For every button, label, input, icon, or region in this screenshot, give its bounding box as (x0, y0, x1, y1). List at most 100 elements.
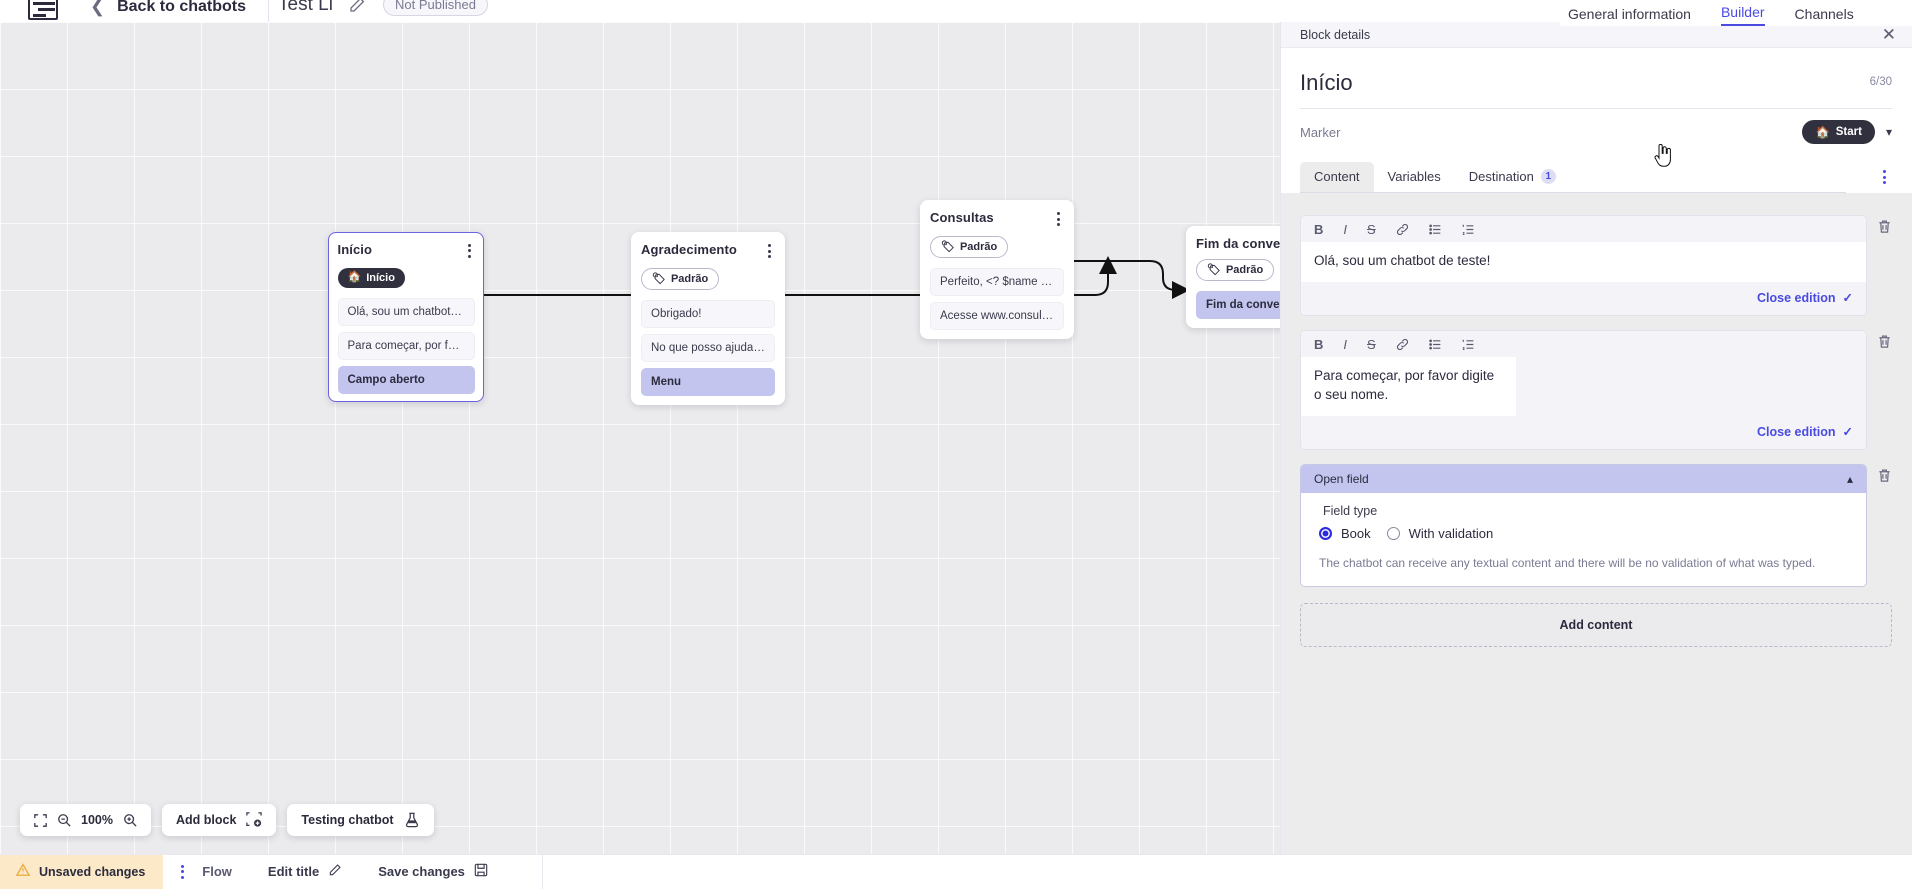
bullet-list-icon[interactable] (1429, 223, 1442, 236)
delete-block-icon[interactable] (1877, 215, 1892, 238)
marker-value-label: Start (1836, 126, 1862, 138)
char-count: 6/30 (1870, 76, 1892, 88)
close-edition-button[interactable]: Close edition ✓ (1757, 290, 1853, 305)
add-block-button[interactable]: Add block (162, 804, 276, 836)
node-marker-chip[interactable]: 🏷 Padrão (1196, 259, 1274, 281)
bullet-list-icon[interactable] (1429, 338, 1442, 351)
add-block-label: Add block (176, 813, 236, 827)
edit-title-pencil-icon[interactable] (348, 0, 366, 19)
editor-toolbar: B I S (1301, 331, 1866, 357)
numbered-list-icon[interactable] (1462, 223, 1475, 236)
app-tabs: General information Builder Channels (1560, 0, 1912, 26)
open-field-body: Field type Book With validation The chat… (1301, 493, 1866, 587)
block-details-panel: Block details ✕ Início 6/30 Marker 🏠 Sta… (1280, 22, 1912, 888)
tab-content[interactable]: Content (1300, 162, 1374, 193)
rich-text-editor[interactable]: B I S (1300, 330, 1867, 450)
strikethrough-icon[interactable]: S (1367, 223, 1376, 236)
delete-open-field-icon[interactable] (1877, 464, 1892, 487)
node-title: Agradecimento (641, 242, 737, 257)
marker-label: Marker (1300, 125, 1340, 140)
field-type-radio-group: Book With validation (1319, 526, 1853, 541)
save-changes-label: Save changes (378, 864, 465, 879)
delete-block-icon[interactable] (1877, 330, 1892, 353)
link-icon[interactable] (1396, 223, 1409, 236)
node-row[interactable]: Acesse www.consultas.com par... (930, 302, 1064, 330)
chevron-down-icon[interactable]: ▾ (1886, 125, 1892, 139)
node-row[interactable]: Menu (641, 368, 775, 396)
node-rows: Obrigado! No que posso ajudar, <? $name … (641, 300, 775, 396)
node-row[interactable]: Campo aberto (338, 366, 475, 394)
editor-content[interactable]: Para começar, por favor digite o seu nom… (1301, 357, 1516, 416)
tab-general-information[interactable]: General information (1568, 6, 1691, 26)
destination-count-badge: 1 (1541, 169, 1556, 184)
node-menu-button[interactable] (1053, 210, 1064, 228)
node-menu-button[interactable] (464, 242, 475, 260)
close-icon[interactable]: ✕ (1882, 26, 1896, 43)
flow-button[interactable]: Flow (202, 864, 232, 879)
panel-more-menu-button[interactable] (1877, 170, 1892, 193)
node-marker-chip[interactable]: 🏷 Padrão (641, 268, 719, 290)
open-field-header[interactable]: Open field ▴ (1301, 465, 1866, 493)
bold-icon[interactable]: B (1314, 338, 1323, 351)
node-rows: Olá, sou um chatbot de teste! Para começ… (338, 298, 475, 394)
node-row[interactable]: Olá, sou um chatbot de teste! (338, 298, 475, 326)
flow-node-inicio[interactable]: Início 🏠 Início Olá, sou um chatbot de t… (328, 232, 484, 402)
node-row[interactable]: Para começar, por favor digite o ... (338, 332, 475, 360)
panel-tabs: Content Variables Destination 1 (1281, 144, 1912, 193)
back-to-chatbots-link[interactable]: ❮ Back to chatbots (90, 0, 246, 17)
node-marker-chip[interactable]: 🏷 Padrão (930, 236, 1008, 258)
close-edition-label: Close edition (1757, 291, 1835, 305)
radio-label: With validation (1409, 526, 1494, 541)
node-marker-chip[interactable]: 🏠 Início (338, 268, 405, 288)
flow-label: Flow (202, 864, 232, 879)
node-row[interactable]: No que posso ajudar, <? $name ... (641, 334, 775, 362)
zoom-in-icon[interactable] (123, 813, 137, 827)
add-content-button[interactable]: Add content (1300, 603, 1892, 647)
editor-footer: Close edition ✓ (1301, 282, 1866, 315)
close-edition-button[interactable]: Close edition ✓ (1757, 424, 1853, 439)
save-changes-button[interactable]: Save changes (378, 863, 488, 880)
flow-node-agradecimento[interactable]: Agradecimento 🏷 Padrão Obrigado! No que … (631, 232, 785, 405)
testing-chatbot-button[interactable]: Testing chatbot (287, 804, 433, 836)
strikethrough-icon[interactable]: S (1367, 338, 1376, 351)
status-bar: Unsaved changes Flow Edit title Save cha… (0, 854, 1912, 888)
node-marker-label: Padrão (671, 273, 708, 285)
fit-screen-icon[interactable] (34, 814, 47, 827)
open-field-title: Open field (1314, 472, 1369, 486)
editor-content[interactable]: Olá, sou um chatbot de teste! (1301, 242, 1866, 282)
field-type-label: Field type (1319, 504, 1853, 518)
node-row[interactable]: Perfeito, <? $name ?>! (930, 268, 1064, 296)
tab-channels[interactable]: Channels (1795, 6, 1854, 26)
marker-value-group: 🏠 Start ▾ (1802, 120, 1892, 144)
rich-text-editor[interactable]: B I S (1300, 215, 1867, 316)
numbered-list-icon[interactable] (1462, 338, 1475, 351)
italic-icon[interactable]: I (1343, 338, 1347, 351)
close-edition-label: Close edition (1757, 425, 1835, 439)
home-icon: 🏠 (348, 272, 362, 283)
chevron-up-icon[interactable]: ▴ (1847, 472, 1853, 486)
flask-icon (404, 812, 420, 828)
node-row[interactable]: Obrigado! (641, 300, 775, 328)
edit-title-button[interactable]: Edit title (268, 863, 342, 880)
tag-icon: 🏷 (652, 274, 666, 285)
tag-icon: 🏷 (1207, 265, 1221, 276)
zoom-out-icon[interactable] (57, 813, 71, 827)
save-icon (474, 863, 488, 880)
italic-icon[interactable]: I (1343, 223, 1347, 236)
marker-start-button[interactable]: 🏠 Start (1802, 120, 1875, 144)
content-editor-block: B I S (1300, 215, 1892, 316)
flow-node-consultas[interactable]: Consultas 🏷 Padrão Perfeito, <? $name ?>… (920, 200, 1074, 339)
bold-icon[interactable]: B (1314, 223, 1323, 236)
tab-content-label: Content (1314, 169, 1360, 184)
radio-option-with-validation[interactable]: With validation (1387, 526, 1494, 541)
tab-builder[interactable]: Builder (1721, 4, 1765, 26)
app-logo[interactable] (28, 0, 58, 20)
unsaved-changes-label: Unsaved changes (39, 865, 145, 879)
node-menu-button[interactable] (764, 242, 775, 260)
tab-variables[interactable]: Variables (1374, 162, 1455, 193)
link-icon[interactable] (1396, 338, 1409, 351)
tab-destination[interactable]: Destination 1 (1455, 162, 1570, 193)
content-editor-block: B I S (1300, 330, 1892, 450)
radio-option-book[interactable]: Book (1319, 526, 1371, 541)
status-more-menu-button[interactable] (181, 865, 184, 879)
